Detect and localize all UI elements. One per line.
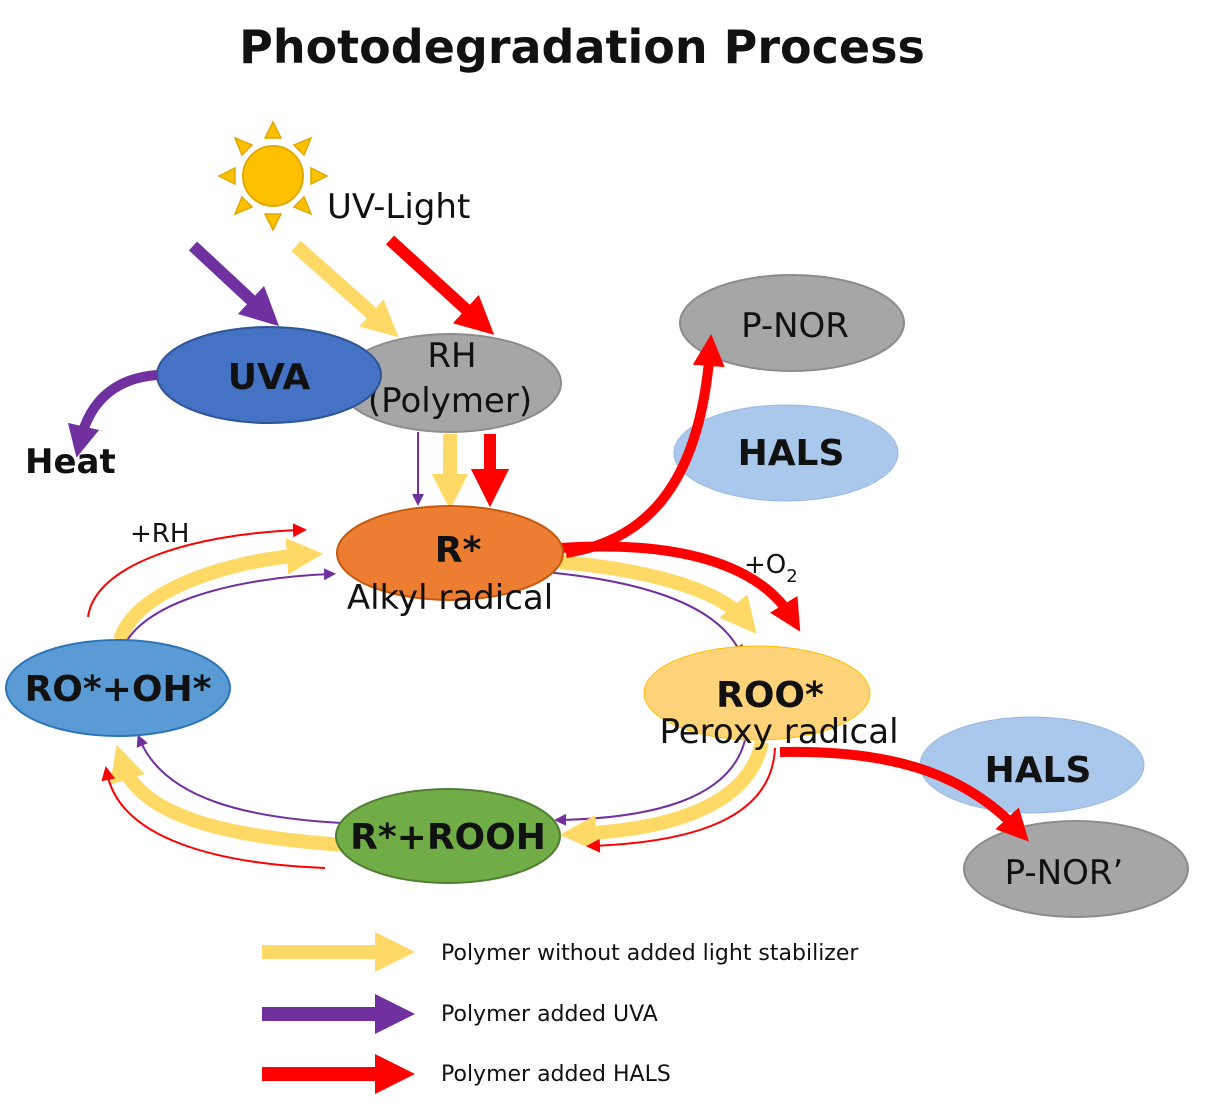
legend-label-hals: Polymer added HALS xyxy=(441,1062,671,1087)
rooh-to-ro-purple-arrow xyxy=(136,734,343,824)
peroxy-radical-label: Peroxy radical xyxy=(659,712,898,752)
uva-to-heat-arrow xyxy=(67,370,158,458)
r-rooh-label: R*+ROOH xyxy=(350,817,546,858)
r-to-roo-purple-arrow xyxy=(544,571,743,658)
roo-to-pnor-prime-arrow xyxy=(779,746,1029,842)
ro-oh-label: RO*+OH* xyxy=(25,669,212,710)
pnor-prime-node xyxy=(963,820,1189,918)
sun-icon xyxy=(217,120,329,232)
plus-o2-label: +O2 xyxy=(744,550,798,587)
legend-label-uva: Polymer added UVA xyxy=(441,1002,658,1027)
r-star-label: R* xyxy=(435,530,482,571)
uv-to-uva-arrow xyxy=(188,241,280,327)
ro-oh-node xyxy=(5,639,231,737)
pnor-prime-label: P-NOR’ xyxy=(1005,853,1124,893)
roo-star-label: ROO* xyxy=(716,675,824,716)
polymer-label: (Polymer) xyxy=(368,381,532,421)
roo-star-node xyxy=(643,645,871,741)
pnor-label: P-NOR xyxy=(741,306,849,346)
roo-to-rooh-yellow-arrow xyxy=(559,740,769,852)
r-star-node xyxy=(336,505,564,601)
r-to-pnor-arrow xyxy=(565,334,725,558)
r-to-roo-yellow-arrow xyxy=(559,555,757,634)
roo-to-rooh-red-arrow xyxy=(586,747,776,853)
ro-to-r-red-arrow xyxy=(87,523,307,618)
hals-right-label: HALS xyxy=(985,750,1092,791)
hals-top-label: HALS xyxy=(738,433,845,474)
legend-red-arrow-head xyxy=(375,1054,415,1094)
r-rooh-node xyxy=(335,788,561,884)
rooh-to-ro-red-arrow xyxy=(101,766,326,869)
rh-label: RH xyxy=(427,336,476,376)
legend: Polymer without added light stabilizer P… xyxy=(262,932,859,1094)
uv-to-rh-yellow-arrow xyxy=(291,240,399,338)
uv-to-rh-red-arrow xyxy=(385,235,495,335)
diagram-title: Photodegradation Process xyxy=(239,20,925,74)
ro-to-r-purple-arrow xyxy=(119,568,336,659)
rooh-to-ro-yellow-arrow xyxy=(110,744,346,852)
ro-to-r-yellow-arrow xyxy=(113,538,324,643)
legend-label-no-stabilizer: Polymer without added light stabilizer xyxy=(441,941,859,966)
heat-label: Heat xyxy=(25,442,116,482)
uva-label: UVA xyxy=(228,357,311,398)
pnor-node xyxy=(679,274,905,372)
plus-rh-label: +RH xyxy=(130,519,189,549)
uv-light-label: UV-Light xyxy=(327,187,470,227)
legend-yellow-arrow-head xyxy=(375,932,415,972)
legend-purple-arrow-head xyxy=(375,994,415,1034)
alkyl-radical-label: Alkyl radical xyxy=(347,578,553,618)
hals-top-node xyxy=(673,404,899,502)
